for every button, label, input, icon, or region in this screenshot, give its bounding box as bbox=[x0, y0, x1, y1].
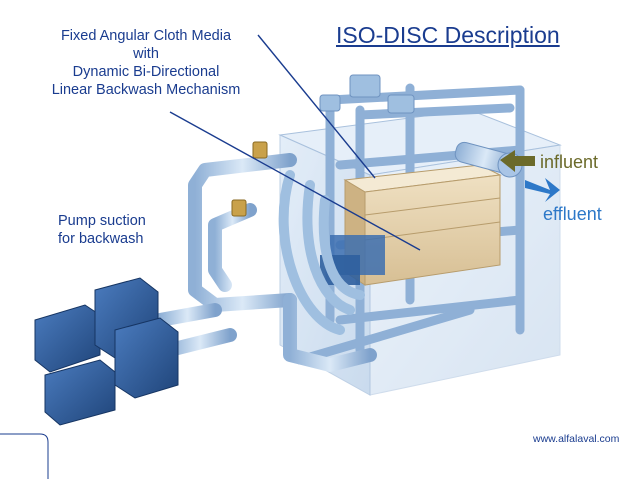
backwash-pumps bbox=[34, 277, 179, 426]
callout-leaders bbox=[169, 34, 421, 251]
media-callout-line-3: Dynamic Bi-Directional bbox=[72, 64, 220, 80]
pump-callout: Pump suction for backwash bbox=[58, 212, 174, 248]
website-link[interactable]: www.alfalaval.com bbox=[533, 433, 620, 445]
media-callout-line-1: Fixed Angular Cloth Media bbox=[60, 28, 232, 44]
influent-label: influent bbox=[540, 152, 599, 172]
effluent-arrow bbox=[525, 178, 560, 202]
top-drive bbox=[319, 74, 415, 114]
flexible-hoses bbox=[278, 170, 365, 335]
suction-pipework bbox=[153, 153, 377, 372]
media-callout-line-2: with bbox=[133, 46, 159, 62]
page-title: ISO-DISC Description bbox=[336, 22, 560, 48]
effluent-label: effluent bbox=[543, 204, 602, 224]
footer-divider bbox=[0, 433, 49, 479]
pump-callout-line-2: for backwash bbox=[58, 231, 144, 247]
pump-callout-line-1: Pump suction bbox=[58, 213, 146, 229]
media-callout-line-4: Linear Backwash Mechanism bbox=[51, 82, 241, 98]
media-callout: Fixed Angular Cloth Media with Dynamic B… bbox=[28, 27, 264, 99]
influent-arrow bbox=[500, 150, 535, 172]
brass-valves bbox=[231, 141, 268, 217]
